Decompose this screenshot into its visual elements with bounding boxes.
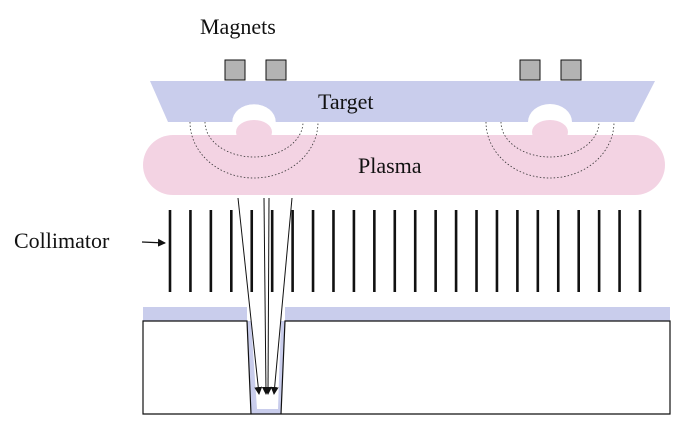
trench-bottom-film bbox=[253, 409, 279, 414]
film-right bbox=[285, 307, 670, 321]
magnets-group bbox=[224, 59, 582, 81]
collimator bbox=[168, 210, 642, 292]
atom-trajectories bbox=[237, 197, 293, 395]
erosion-groove-left bbox=[189, 103, 319, 179]
magnet-4 bbox=[560, 59, 582, 81]
plasma bbox=[143, 135, 665, 195]
target-label: Target bbox=[318, 89, 373, 114]
magnets-label: Magnets bbox=[200, 14, 276, 39]
magnet-3 bbox=[519, 59, 541, 81]
magnet-2 bbox=[265, 59, 287, 81]
collimator-label: Collimator bbox=[14, 228, 110, 253]
plasma-label: Plasma bbox=[358, 153, 422, 178]
target bbox=[150, 81, 655, 122]
substrate bbox=[142, 307, 671, 415]
film-left bbox=[143, 307, 247, 321]
erosion-groove-right bbox=[485, 104, 615, 179]
collimator-pointer-arrow bbox=[141, 238, 166, 247]
substrate-outline bbox=[142, 320, 671, 415]
magnet-1 bbox=[224, 59, 246, 81]
